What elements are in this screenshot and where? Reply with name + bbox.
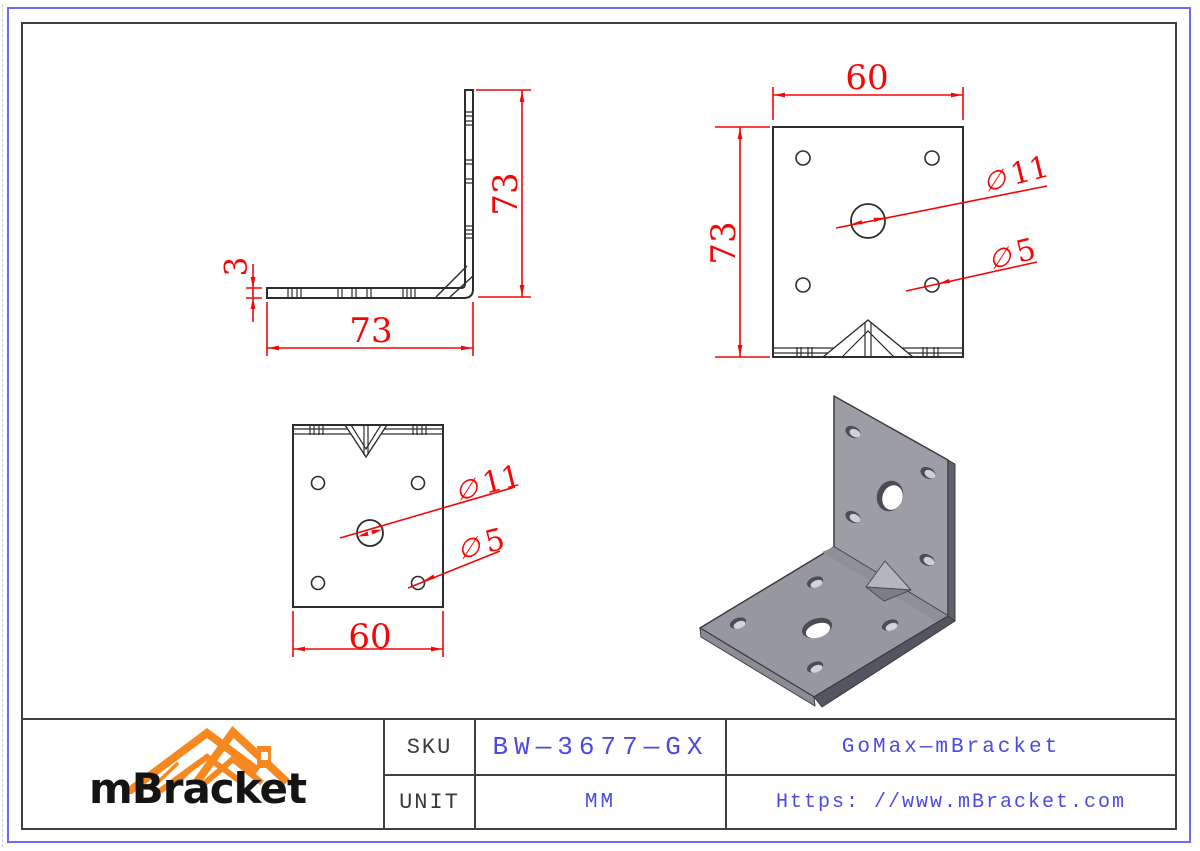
iso-gusset-dimple <box>865 560 912 602</box>
diameter-value: 5 <box>481 521 509 561</box>
unit-label: UNIT <box>399 789 460 815</box>
logo-cell: mBracket <box>23 720 383 828</box>
outer-sheet-border <box>7 7 1191 843</box>
top-view-dimension-lines <box>292 486 516 657</box>
logo-wordmark: mBracket <box>88 764 307 813</box>
side-view-dimension-lines <box>246 89 531 356</box>
side-thickness-dim: 3 <box>218 256 255 277</box>
iso-right-edge <box>947 459 956 622</box>
iso-vertical-plate-holes <box>845 425 936 567</box>
logo-roofs-icon <box>125 726 290 794</box>
iso-lower-right-edge <box>813 615 956 708</box>
front-view-linework <box>772 126 964 358</box>
company-name: GoMax—mBracket <box>841 735 1061 759</box>
isometric-view <box>699 395 956 708</box>
side-view-linework <box>266 89 474 299</box>
side-height-dim: 73 <box>486 172 526 216</box>
diameter-symbol: ∅ <box>454 531 484 567</box>
sku-value: BW—3677—GX <box>492 732 709 762</box>
page-edge-dashed-line <box>2 4 3 847</box>
iso-horizontal-plate-holes <box>729 576 899 673</box>
front-height-dim: 73 <box>704 221 744 265</box>
sku-label: SKU <box>406 734 453 760</box>
iso-front-edge <box>699 627 816 707</box>
diameter-symbol: ∅ <box>452 473 482 508</box>
title-block: mBracket SKU BW—3677—GX GoMax—mBracket U… <box>21 718 1177 830</box>
side-width-dim: 73 <box>349 311 393 351</box>
top-width-dim: 60 <box>348 617 392 657</box>
unit-value: MM <box>584 790 617 814</box>
diameter-symbol: ∅ <box>985 241 1015 277</box>
website-url: Https: //www.mBracket.com <box>775 790 1127 814</box>
front-view-dimension-lines <box>715 87 1048 358</box>
diameter-value: 5 <box>1012 231 1040 271</box>
title-block-divider <box>383 774 1175 776</box>
top-view-linework <box>292 424 444 608</box>
diameter-symbol: ∅ <box>980 164 1010 199</box>
front-width-dim: 60 <box>845 58 889 98</box>
